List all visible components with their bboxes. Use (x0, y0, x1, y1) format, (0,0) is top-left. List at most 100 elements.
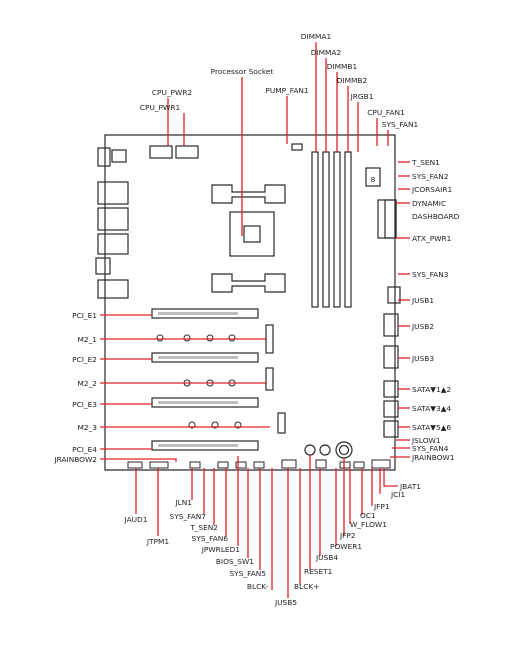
header (149, 461, 169, 469)
io-block (95, 257, 111, 275)
label-sata34: SATA▼3▲4 (412, 404, 451, 413)
label-m2-3: M2_3 (78, 423, 98, 432)
header (217, 461, 229, 469)
label-jfp1: JFP1 (373, 502, 390, 511)
m2-standoff (156, 334, 164, 342)
label-sys-fan2: SYS_FAN2 (412, 172, 448, 181)
sata34-connector (383, 400, 399, 418)
label-pump-fan1: PUMP_FAN1 (265, 86, 309, 95)
m2-slot-marker (265, 324, 274, 354)
sata12-connector (383, 380, 399, 398)
label-bios-sw1: BIOS_SW1 (216, 557, 254, 566)
leader-line (383, 468, 398, 487)
label-jrgb1: JRGB1 (350, 92, 374, 101)
jusb3-connector (383, 345, 399, 369)
label-t-sen1: T_SEN1 (411, 158, 440, 167)
sata56-connector (383, 420, 399, 438)
label-jln1: JLN1 (174, 498, 192, 507)
atx-power-pins (384, 199, 397, 239)
m2-standoff (234, 421, 242, 429)
label-t-sen2: T_SEN2 (189, 523, 218, 532)
label-sata56: SATA▼5▲6 (412, 423, 451, 432)
label-blck-plus: BLCK+ (294, 582, 319, 591)
cpu-pwr2-connector (149, 145, 173, 159)
label-jusb3: JUSB3 (411, 354, 434, 363)
button-circle (304, 444, 316, 456)
label-dashboard: DASHBOARD (412, 212, 460, 221)
label-jusb2: JUSB2 (411, 322, 434, 331)
label-m2-2: M2_2 (78, 379, 97, 388)
m2-slot-marker (265, 367, 274, 391)
label-m2-1: M2_1 (78, 335, 98, 344)
label-jusb4: JUSB4 (315, 553, 338, 562)
io-block (97, 207, 129, 231)
label-jpwrled1: JPWRLED1 (201, 545, 241, 554)
label-cpu-pwr2: CPU_PWR2 (152, 88, 192, 97)
pump-fan1-connector (291, 143, 303, 151)
power-button-inner (338, 444, 350, 456)
label-jrainbow1: JRAINBOW1 (411, 453, 455, 462)
pcie-slot-bar (158, 401, 238, 404)
header (339, 461, 351, 469)
header (353, 461, 365, 469)
socket-bracket-bottom (211, 273, 286, 293)
label-w-flow1: W_FLOW1 (350, 520, 387, 529)
label-dynamic: DYNAMIC (412, 199, 446, 208)
atx-power-connector (377, 199, 397, 239)
label-sys-fan1: SYS_FAN1 (382, 120, 419, 129)
leader-line (100, 458, 177, 462)
label-power1: POWER1 (330, 542, 362, 551)
label-cpu-pwr1: CPU_PWR1 (140, 103, 181, 112)
cpu-socket-inner (243, 225, 261, 243)
label-reset1: RESET1 (304, 567, 333, 576)
label-jslow1: JSLOW1 (411, 436, 441, 445)
debug-led-box (365, 167, 381, 187)
label-jrainbow2: JRAINBOW2 (53, 455, 97, 464)
m2-standoff (211, 421, 219, 429)
m2-standoff (183, 334, 191, 342)
m2-slot-marker (277, 412, 286, 434)
m2-standoff (206, 334, 214, 342)
dimm-slot (322, 151, 330, 308)
label-blck-minus: BLCK- (247, 582, 268, 591)
power-button (335, 441, 353, 459)
label-jaud1: JAUD1 (124, 515, 148, 524)
io-block (97, 181, 129, 205)
m2-standoff (188, 421, 196, 429)
jusb1-connector (387, 286, 401, 304)
header (235, 461, 247, 469)
cpu-pwr1-connector (175, 145, 199, 159)
label-sata12: SATA▼1▲2 (412, 385, 451, 394)
label-jusb1: JUSB1 (411, 296, 434, 305)
label-jfp2: JFP2 (339, 531, 356, 540)
label-pci-e4: PCI_E4 (72, 445, 97, 454)
board-outline (104, 134, 396, 471)
button-circle (319, 444, 331, 456)
m2-standoff (228, 334, 236, 342)
header (371, 459, 391, 469)
debug-led-glyph: 8 (371, 175, 376, 184)
jusb2-connector (383, 313, 399, 337)
header (127, 461, 143, 469)
cpu-socket (229, 211, 275, 257)
dimm-slot (344, 151, 352, 308)
header (315, 459, 327, 469)
label-sys-fan3: SYS_FAN3 (412, 270, 449, 279)
label-pci-e1: PCI_E1 (72, 311, 97, 320)
pcie-slot-bar (158, 444, 238, 447)
label-dimma1: DIMMA1 (301, 32, 332, 41)
pcie-slot-bar (158, 356, 238, 359)
label-dimma2: DIMMA2 (311, 48, 341, 57)
io-block (111, 149, 127, 163)
label-jbat1: JBAT1 (399, 482, 421, 491)
label-jci1: JCI1 (390, 490, 406, 499)
dimm-slot (311, 151, 319, 308)
label-dimmb1: DIMMB1 (327, 62, 358, 71)
label-sys-fan5: SYS_FAN5 (230, 569, 267, 578)
label-processor-socket: Processor Socket (211, 67, 274, 76)
dimm-slot (333, 151, 341, 308)
header (253, 461, 265, 469)
label-jtpm1: JTPM1 (146, 537, 170, 546)
label-cpu-fan1: CPU_FAN1 (367, 108, 405, 117)
